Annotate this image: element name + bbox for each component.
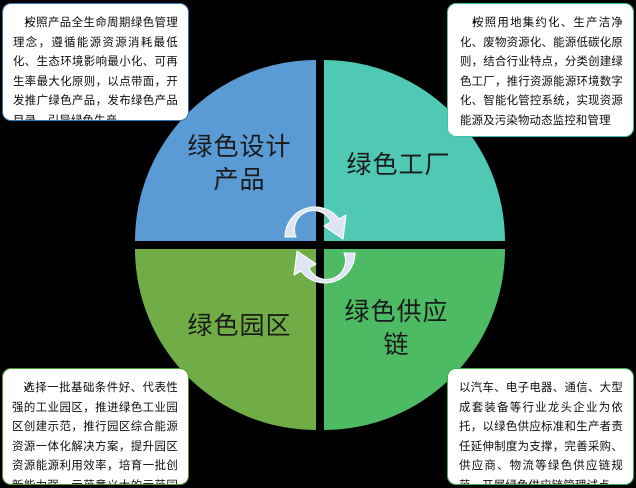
callout-green-supply-chain[interactable]: 以汽车、电子电器、通信、大型成套装备等行业龙头企业为依托，以绿色供应标准和生产者…: [447, 368, 634, 485]
callout-text-green-supply-chain: 以汽车、电子电器、通信、大型成套装备等行业龙头企业为依托，以绿色供应标准和生产者…: [459, 378, 623, 484]
callout-green-factory[interactable]: •按照用地集约化、生产洁净化、废物资源化、能源低碳化原则，结合行业特点，分类创建…: [447, 3, 634, 137]
quadrant-label-green-supply-chain: 绿色供应 链: [344, 296, 449, 359]
callout-body: 按照用地集约化、生产洁净化、废物资源化、能源低碳化原则，结合行业特点，分类创建绿…: [460, 15, 623, 128]
callout-body: 以汽车、电子电器、通信、大型成套装备等行业龙头企业为依托，以绿色供应标准和生产者…: [459, 380, 623, 484]
callout-body: 选择一批基础条件好、代表性强的工业园区，推进绿色工业园区创建示范，推行园区综合能…: [12, 380, 178, 484]
quadrant-label-green-design-product: 绿色设计 产品: [187, 131, 292, 194]
quadrant-label-green-factory: 绿色工厂: [346, 150, 451, 179]
callout-body: 按照产品全生命周期绿色管理理念，遵循能源资源消耗最低化、生态环境影响最小化、可再…: [13, 15, 178, 121]
quadrant-label-green-park: 绿色园区: [187, 311, 292, 340]
callout-text-green-factory: •按照用地集约化、生产洁净化、废物资源化、能源低碳化原则，结合行业特点，分类创建…: [460, 13, 623, 131]
callout-green-park[interactable]: ✓选择一批基础条件好、代表性强的工业园区，推进绿色工业园区创建示范，推行园区综合…: [2, 368, 189, 485]
callout-text-green-design-product: •按照产品全生命周期绿色管理理念，遵循能源资源消耗最低化、生态环境影响最小化、可…: [13, 13, 178, 121]
callout-text-green-park: ✓选择一批基础条件好、代表性强的工业园区，推进绿色工业园区创建示范，推行园区综合…: [12, 378, 178, 484]
callout-bullet: ✓: [23, 380, 33, 394]
callout-bullet: •: [471, 15, 478, 29]
callout-bullet: •: [24, 15, 31, 29]
callout-green-design-product[interactable]: •按照产品全生命周期绿色管理理念，遵循能源资源消耗最低化、生态环境影响最小化、可…: [2, 3, 189, 121]
